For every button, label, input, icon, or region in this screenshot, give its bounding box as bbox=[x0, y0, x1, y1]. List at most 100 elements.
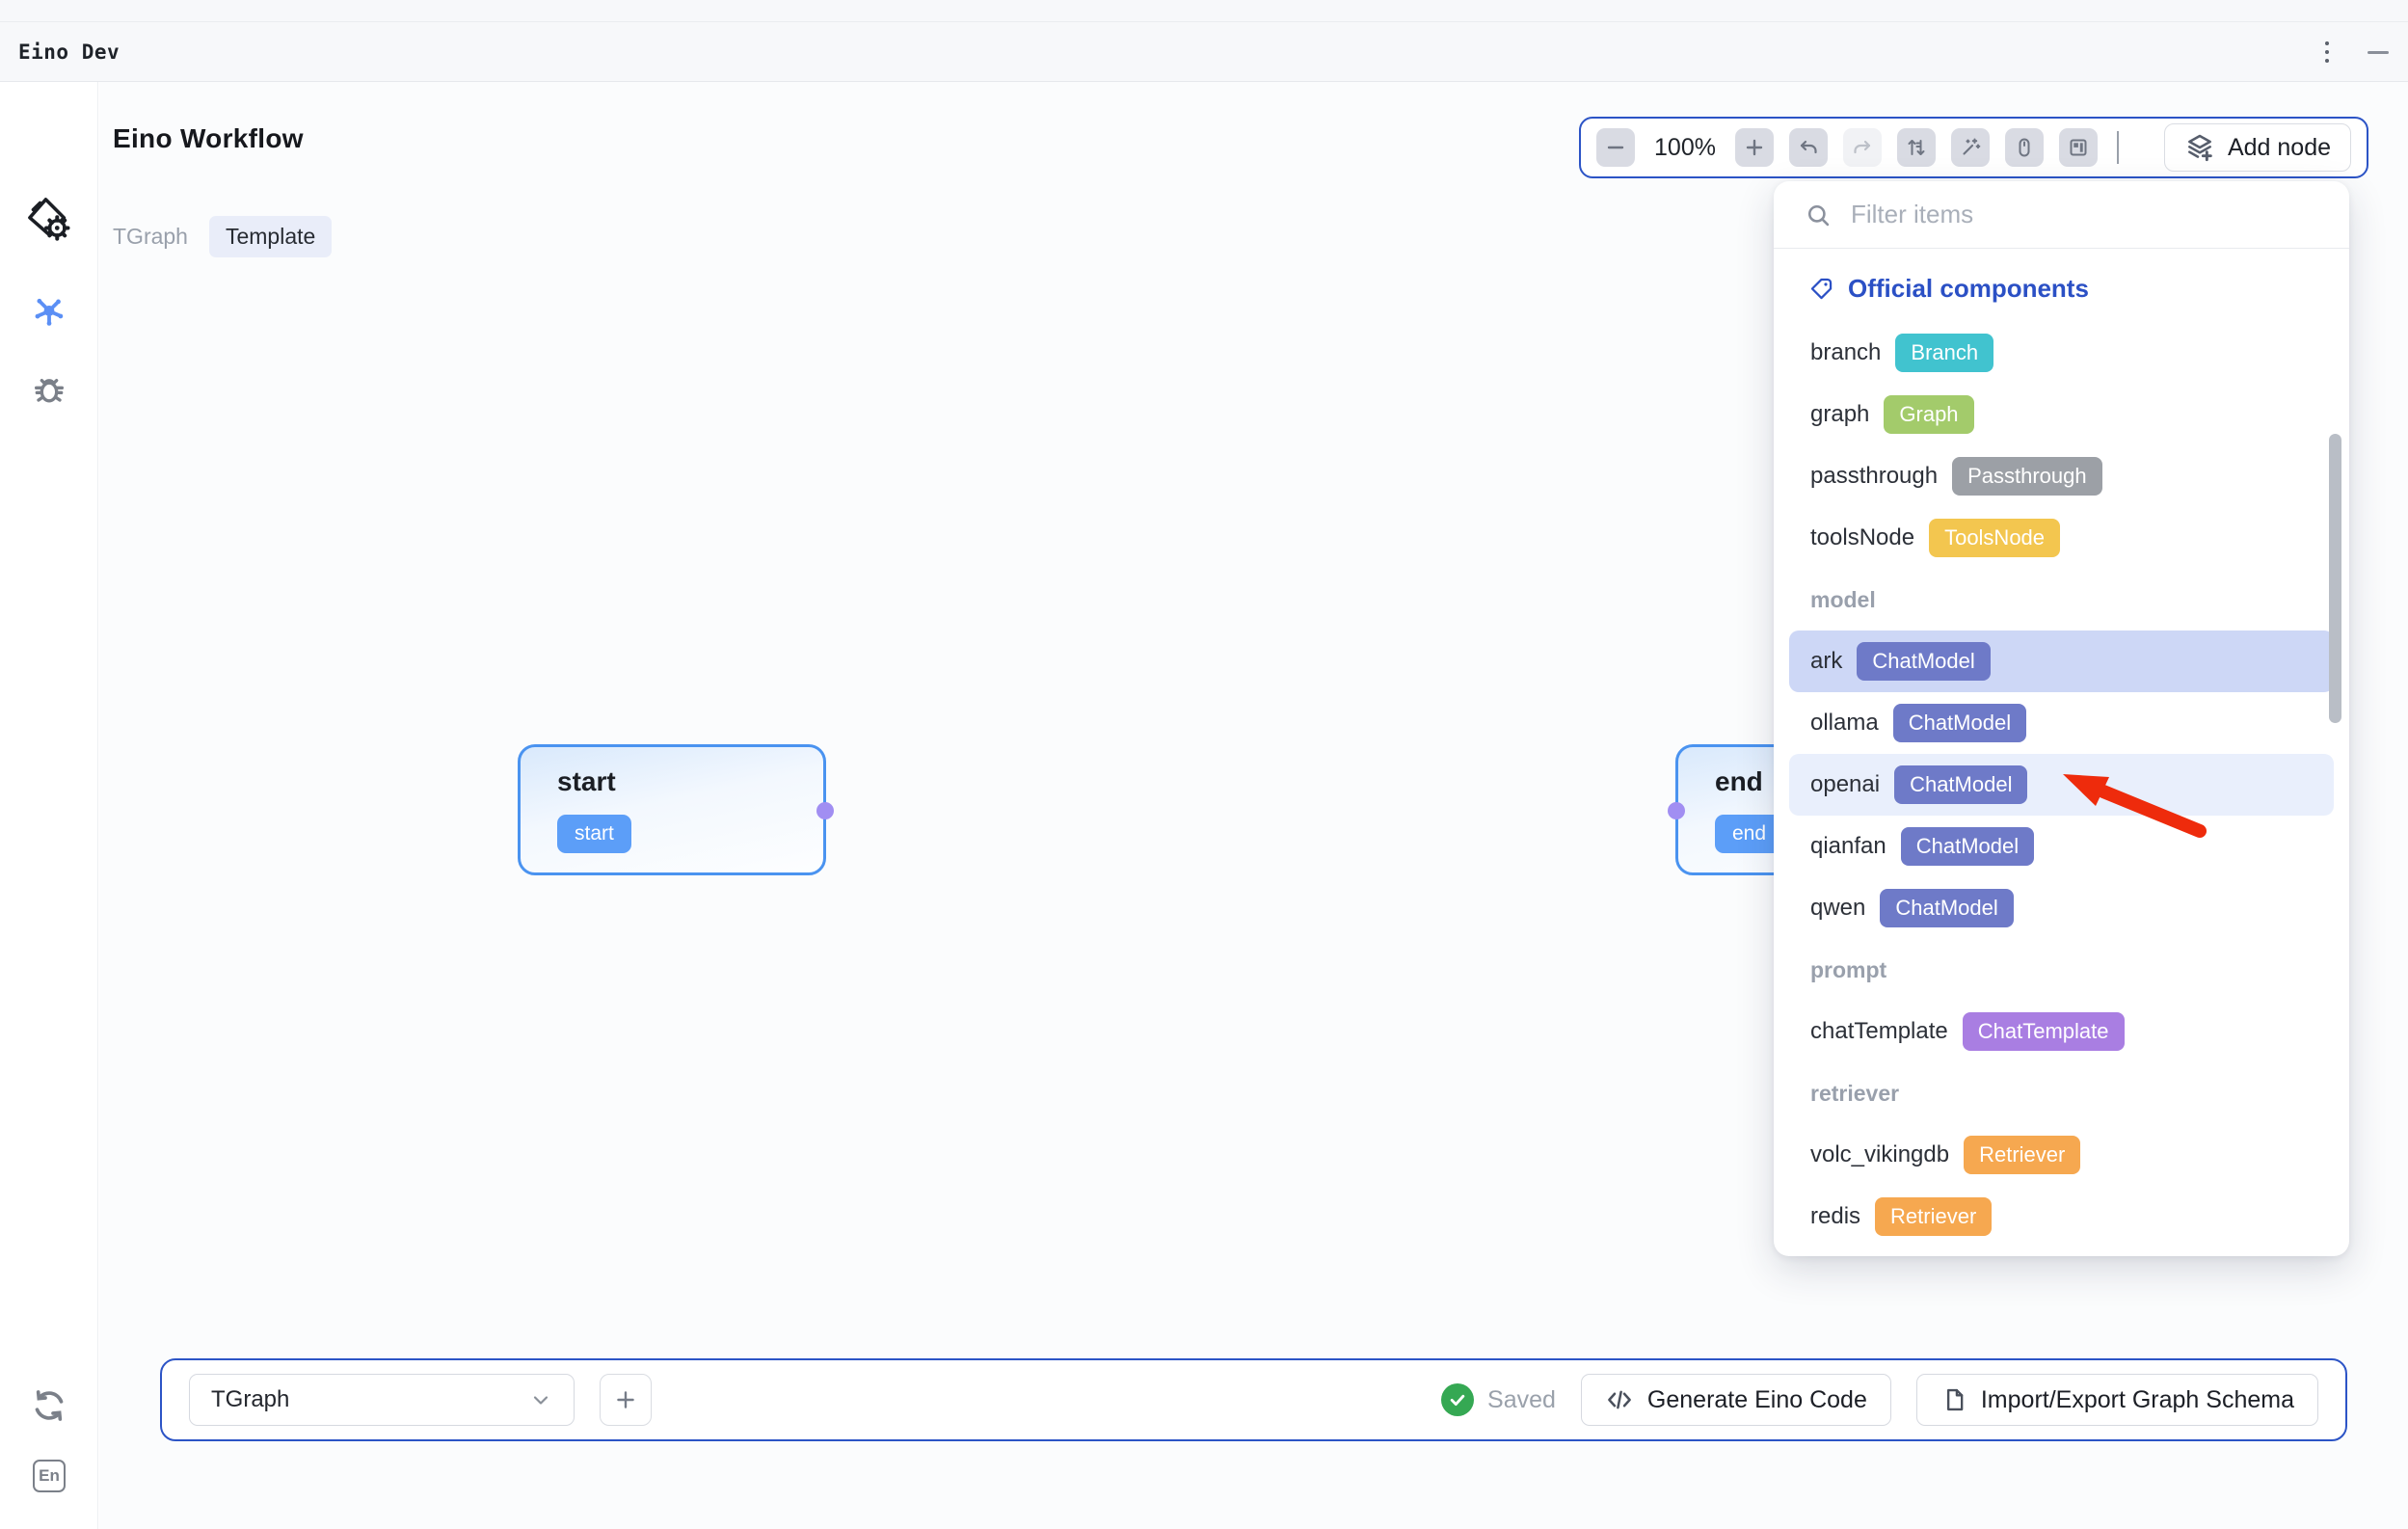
generate-eino-code-button[interactable]: Generate Eino Code bbox=[1580, 1374, 1891, 1426]
zoom-in-button[interactable] bbox=[1735, 128, 1774, 167]
component-type-badge: ChatModel bbox=[1894, 765, 2028, 804]
mouse-mode-button[interactable] bbox=[2005, 128, 2044, 167]
component-item-passthrough[interactable]: passthrough Passthrough bbox=[1774, 445, 2349, 507]
minimize-icon[interactable] bbox=[2368, 50, 2389, 54]
start-node-handle[interactable]: start bbox=[557, 815, 631, 853]
component-type-badge: Retriever bbox=[1875, 1197, 1993, 1236]
window-titlebar: Eino Dev bbox=[0, 22, 2408, 82]
component-label: openai bbox=[1810, 771, 1881, 797]
import-export-schema-label: Import/Export Graph Schema bbox=[1980, 1385, 2294, 1413]
saved-check-icon bbox=[1441, 1383, 1475, 1416]
panel-section-label-prompt: prompt bbox=[1810, 956, 1887, 982]
saved-label: Saved bbox=[1487, 1385, 1556, 1413]
graph-select[interactable]: TGraph bbox=[189, 1374, 575, 1426]
titlebar-actions bbox=[2319, 22, 2389, 82]
add-node-label: Add node bbox=[2227, 133, 2331, 161]
chevron-down-icon bbox=[529, 1388, 552, 1411]
component-label: ollama bbox=[1810, 710, 1879, 736]
window-top-strip bbox=[0, 0, 2408, 22]
filter-items-input[interactable] bbox=[1851, 200, 2318, 229]
component-type-badge: ChatTemplate bbox=[1962, 1012, 2125, 1051]
start-node[interactable]: start start bbox=[518, 744, 834, 875]
refresh-icon[interactable] bbox=[0, 1386, 98, 1425]
code-icon bbox=[1605, 1385, 1634, 1414]
zoom-level: 100% bbox=[1654, 133, 1716, 161]
undo-button[interactable] bbox=[1789, 128, 1828, 167]
import-export-schema-button[interactable]: Import/Export Graph Schema bbox=[1915, 1374, 2318, 1426]
panel-section-label-retriever: retriever bbox=[1810, 1080, 1900, 1106]
component-type-badge: ChatModel bbox=[1857, 642, 1991, 681]
official-components-title: Official components bbox=[1848, 273, 2089, 303]
sidebar-item-debug[interactable] bbox=[0, 370, 98, 409]
page-title: Eino Workflow bbox=[113, 123, 304, 153]
component-label: redis bbox=[1810, 1203, 1861, 1229]
add-node-button[interactable]: Add node bbox=[2163, 123, 2351, 172]
component-label: chatTemplate bbox=[1810, 1018, 1948, 1044]
add-node-panel: Official components branch Branch graph Gra… bbox=[1774, 181, 2349, 1256]
graph-tabs: TGraph Template bbox=[113, 216, 333, 257]
component-item-toolsNode[interactable]: toolsNode ToolsNode bbox=[1774, 507, 2349, 569]
bottom-bar-actions: Saved Generate Eino Code Import/Export G… bbox=[1441, 1374, 2318, 1426]
sidebar-item-workflow[interactable] bbox=[0, 294, 98, 331]
zoom-out-button[interactable] bbox=[1596, 128, 1635, 167]
component-type-badge: Branch bbox=[1895, 334, 1994, 372]
toolbar-divider bbox=[2117, 131, 2119, 164]
magic-wand-button[interactable] bbox=[1951, 128, 1990, 167]
tag-icon bbox=[1808, 276, 1834, 302]
component-type-badge: Passthrough bbox=[1952, 457, 2102, 496]
component-label: graph bbox=[1810, 401, 1870, 427]
tab-template[interactable]: Template bbox=[208, 216, 333, 257]
component-item-qianfan[interactable]: qianfan ChatModel bbox=[1774, 816, 2349, 877]
component-item-graph[interactable]: graph Graph bbox=[1774, 384, 2349, 445]
graph-select-value: TGraph bbox=[211, 1386, 290, 1412]
panel-scrollbar[interactable] bbox=[2329, 434, 2341, 723]
component-type-badge: ChatModel bbox=[1900, 827, 2035, 866]
auto-layout-button[interactable] bbox=[1897, 128, 1936, 167]
component-item-volc_vikingdb[interactable]: volc_vikingdb Retriever bbox=[1774, 1124, 2349, 1186]
window-title: Eino Dev bbox=[18, 40, 120, 64]
panel-search-row bbox=[1774, 181, 2349, 249]
tab-tgraph[interactable]: TGraph bbox=[113, 224, 188, 249]
end-node-title: end bbox=[1715, 766, 1763, 796]
component-label: volc_vikingdb bbox=[1810, 1141, 1950, 1167]
save-status: Saved bbox=[1441, 1383, 1556, 1416]
component-label: qwen bbox=[1810, 895, 1866, 921]
language-icon[interactable]: En bbox=[0, 1460, 98, 1492]
start-node-title: start bbox=[557, 766, 616, 796]
component-label: branch bbox=[1810, 339, 1882, 365]
file-icon bbox=[1940, 1386, 1967, 1413]
component-item-chatTemplate[interactable]: chatTemplate ChatTemplate bbox=[1774, 1001, 2349, 1062]
component-item-qwen[interactable]: qwen ChatModel bbox=[1774, 877, 2349, 939]
component-type-badge: Retriever bbox=[1964, 1136, 2081, 1174]
minimap-button[interactable] bbox=[2059, 128, 2098, 167]
add-graph-button[interactable] bbox=[600, 1374, 652, 1426]
redo-button[interactable] bbox=[1843, 128, 1882, 167]
sidebar: En ? bbox=[0, 82, 98, 1529]
eino-logo-icon bbox=[0, 194, 98, 244]
official-components-header: Official components bbox=[1774, 255, 2349, 322]
component-type-badge: ToolsNode bbox=[1929, 519, 2061, 557]
search-icon bbox=[1805, 201, 1832, 228]
start-node-output-port[interactable] bbox=[816, 802, 834, 819]
component-item-redis[interactable]: redis Retriever bbox=[1774, 1186, 2349, 1247]
component-label: passthrough bbox=[1810, 463, 1939, 489]
layers-plus-icon bbox=[2184, 132, 2215, 163]
end-node-handle[interactable]: end bbox=[1715, 815, 1784, 853]
component-item-branch[interactable]: branch Branch bbox=[1774, 322, 2349, 384]
bottom-bar: TGraph Saved Generate Eino Code bbox=[160, 1358, 2347, 1441]
component-label: toolsNode bbox=[1810, 524, 1915, 550]
language-label: En bbox=[39, 1466, 60, 1485]
panel-item-list: Official components branch Branch graph Gra… bbox=[1774, 249, 2349, 1247]
generate-eino-code-label: Generate Eino Code bbox=[1646, 1385, 1867, 1413]
kebab-menu-icon[interactable] bbox=[2319, 36, 2335, 68]
component-type-badge: ChatModel bbox=[1880, 889, 2014, 927]
component-item-openai[interactable]: openai ChatModel bbox=[1789, 754, 2334, 816]
panel-section-label-model: model bbox=[1810, 586, 1876, 612]
end-node-input-port[interactable] bbox=[1668, 802, 1685, 819]
component-label: qianfan bbox=[1810, 833, 1886, 859]
canvas-toolbar: 100% bbox=[1579, 117, 2368, 178]
component-type-badge: Graph bbox=[1884, 395, 1974, 434]
